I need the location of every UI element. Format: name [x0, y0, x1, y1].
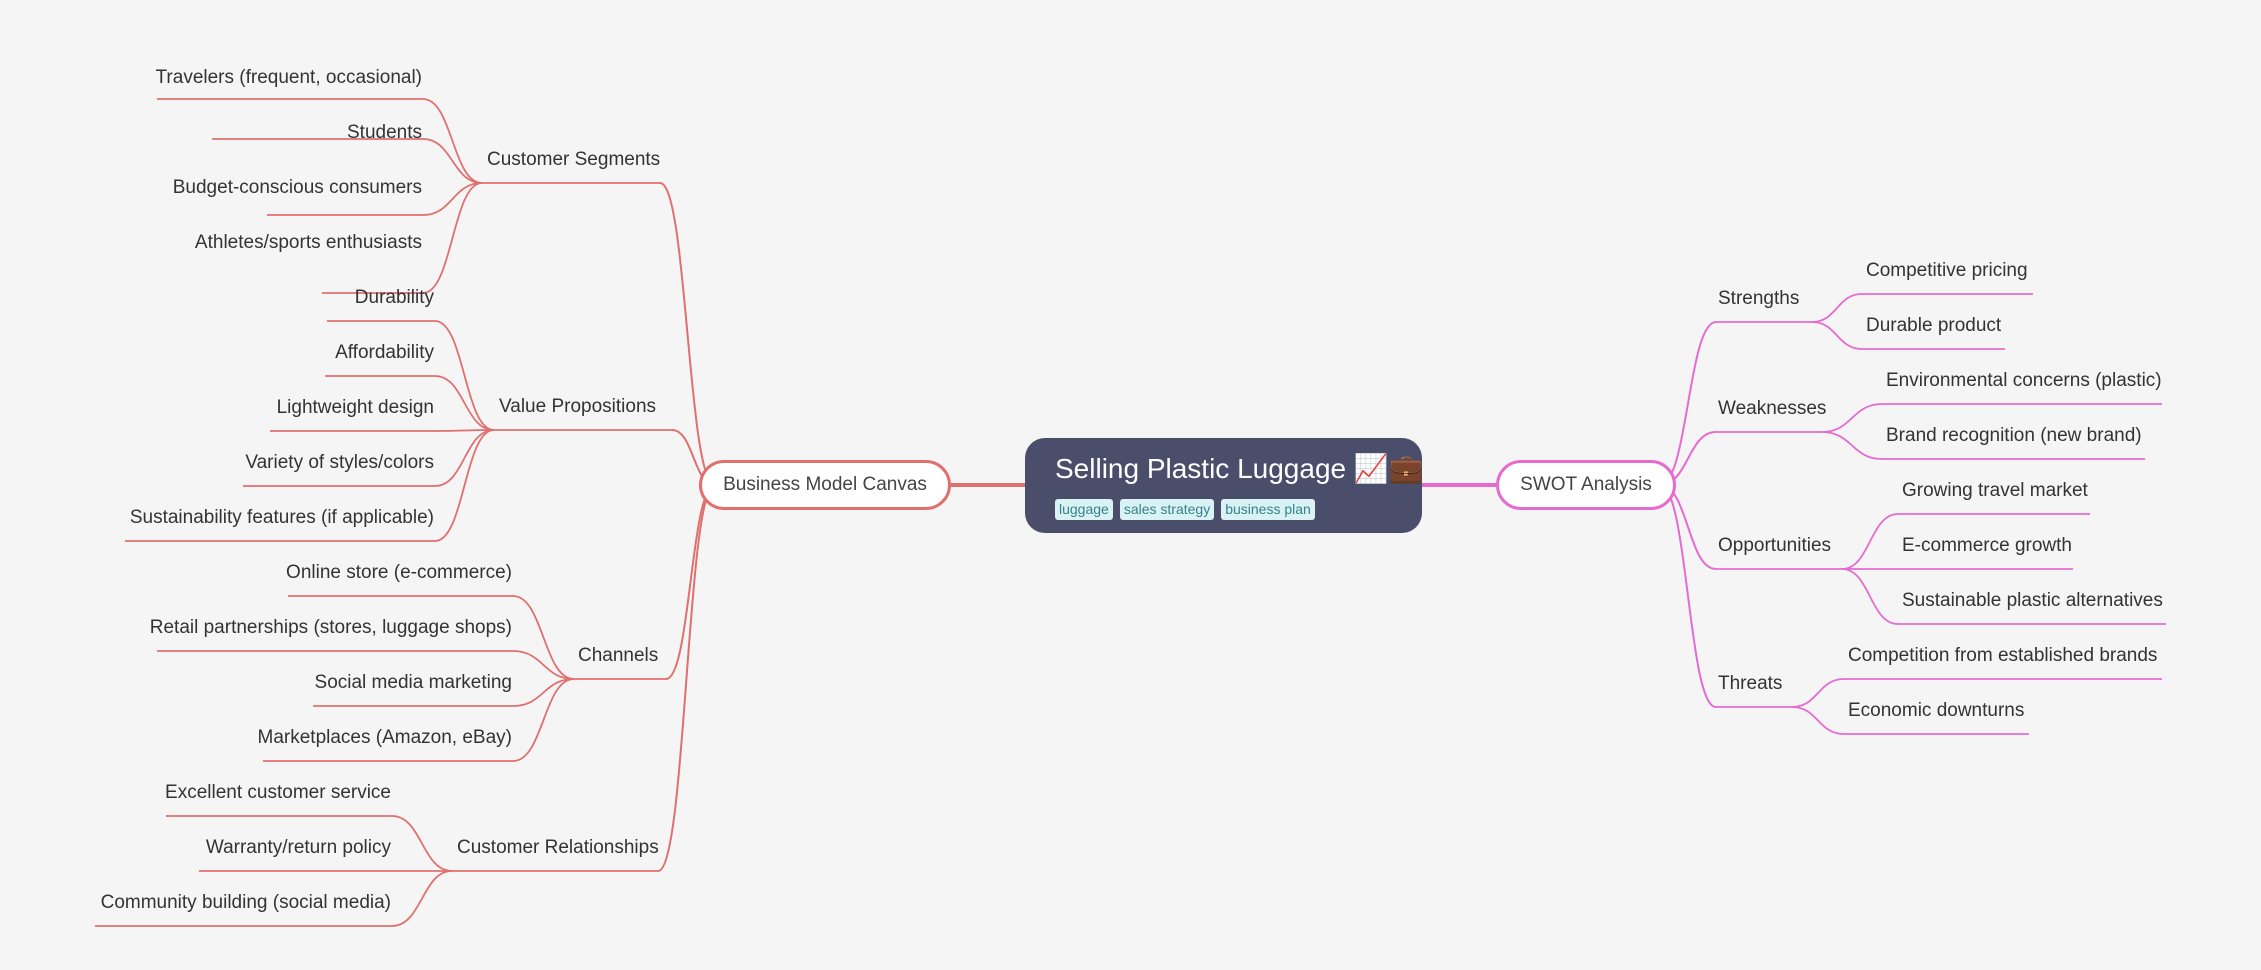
bmc-leaf-connector-3-0	[391, 815, 453, 872]
swot-leaf-connector-1-1	[1821, 431, 1883, 460]
bmc-leaf-connector-1-3	[434, 429, 495, 487]
leaf-economic-downturns[interactable]: Economic downturns	[1848, 700, 2025, 721]
swot-leaf-connector-1-0	[1821, 403, 1883, 433]
leaf-ecommerce-growth[interactable]: E-commerce growth	[1902, 535, 2072, 556]
business-model-canvas-node[interactable]: Business Model Canvas	[699, 460, 951, 510]
bmc-leaf-connector-1-1	[434, 375, 495, 431]
leaf-competition[interactable]: Competition from established brands	[1848, 645, 2158, 666]
leaf-lightweight[interactable]: Lightweight design	[276, 397, 434, 418]
leaf-retail-partnerships[interactable]: Retail partnerships (stores, luggage sho…	[149, 617, 512, 638]
leaf-durability[interactable]: Durability	[354, 287, 434, 308]
bmc-leaf-connector-1-2	[434, 429, 495, 432]
central-topic-tags: luggage sales strategy business plan	[1055, 499, 1315, 520]
bmc-leaf-connector-2-3	[512, 678, 575, 762]
leaf-marketplaces[interactable]: Marketplaces (Amazon, eBay)	[257, 727, 513, 748]
leaf-online-store[interactable]: Online store (e-commerce)	[286, 562, 512, 583]
strengths-node[interactable]: Strengths	[1718, 288, 1800, 309]
bmc-group-connector-0	[659, 182, 716, 486]
threats-node[interactable]: Threats	[1718, 673, 1783, 694]
leaf-growing-travel-market[interactable]: Growing travel market	[1902, 480, 2088, 501]
swot-leaf-connector-2-2	[1841, 568, 1899, 625]
swot-group-connector-3	[1659, 484, 1717, 708]
leaf-affordability[interactable]: Affordability	[335, 342, 434, 363]
leaf-budget-conscious[interactable]: Budget-conscious consumers	[172, 177, 422, 198]
bmc-leaf-connector-1-0	[434, 320, 495, 431]
bmc-group-connector-3	[657, 484, 716, 872]
swot-analysis-node[interactable]: SWOT Analysis	[1496, 460, 1676, 510]
leaf-social-media-marketing[interactable]: Social media marketing	[314, 672, 512, 693]
bmc-leaf-connector-0-0	[422, 98, 483, 184]
customer-relationships-node[interactable]: Customer Relationships	[457, 837, 659, 858]
leaf-customer-service[interactable]: Excellent customer service	[165, 782, 391, 803]
leaf-environmental-concerns[interactable]: Environmental concerns (plastic)	[1886, 370, 2162, 391]
swot-leaf-connector-3-0	[1791, 678, 1845, 708]
bmc-group-connector-2	[665, 484, 716, 680]
bmc-leaf-connector-2-2	[512, 678, 575, 707]
channels-node[interactable]: Channels	[578, 645, 659, 666]
swot-leaf-connector-2-0	[1841, 513, 1899, 570]
leaf-sustainable-alternatives[interactable]: Sustainable plastic alternatives	[1902, 590, 2163, 611]
leaf-athletes[interactable]: Athletes/sports enthusiasts	[194, 232, 422, 253]
bmc-leaf-connector-0-2	[422, 182, 483, 216]
swot-leaf-connector-0-1	[1811, 321, 1863, 350]
central-topic[interactable]: Selling Plastic Luggage 📈💼 luggage sales…	[1025, 438, 1424, 533]
tag-luggage[interactable]: luggage	[1055, 499, 1113, 520]
leaf-sustainability-features[interactable]: Sustainability features (if applicable)	[129, 507, 434, 528]
bmc-leaf-connector-1-4	[434, 429, 495, 542]
weaknesses-node[interactable]: Weaknesses	[1718, 398, 1827, 419]
leaf-durable-product[interactable]: Durable product	[1866, 315, 2002, 336]
swot-leaf-connector-0-0	[1811, 293, 1863, 323]
swot-leaf-connector-3-1	[1791, 706, 1845, 735]
value-propositions-node[interactable]: Value Propositions	[499, 396, 657, 417]
leaf-travelers[interactable]: Travelers (frequent, occasional)	[155, 67, 422, 88]
customer-segments-node[interactable]: Customer Segments	[487, 149, 661, 170]
leaf-variety[interactable]: Variety of styles/colors	[245, 452, 434, 473]
leaf-competitive-pricing[interactable]: Competitive pricing	[1866, 260, 2028, 281]
bmc-leaf-connector-3-2	[391, 870, 453, 927]
bmc-leaf-connector-2-0	[512, 595, 575, 680]
central-topic-title: Selling Plastic Luggage 📈💼	[1055, 453, 1424, 484]
leaf-warranty[interactable]: Warranty/return policy	[205, 837, 391, 858]
leaf-community-building[interactable]: Community building (social media)	[100, 892, 391, 913]
leaf-brand-recognition[interactable]: Brand recognition (new brand)	[1886, 425, 2142, 446]
opportunities-node[interactable]: Opportunities	[1718, 535, 1832, 556]
bmc-leaf-connector-2-1	[512, 650, 575, 680]
bmc-leaf-connector-0-1	[422, 138, 483, 184]
leaf-students[interactable]: Students	[347, 122, 422, 143]
tag-business-plan[interactable]: business plan	[1221, 499, 1315, 520]
bmc-leaf-connector-0-3	[422, 182, 483, 294]
tag-sales-strategy[interactable]: sales strategy	[1119, 499, 1215, 520]
